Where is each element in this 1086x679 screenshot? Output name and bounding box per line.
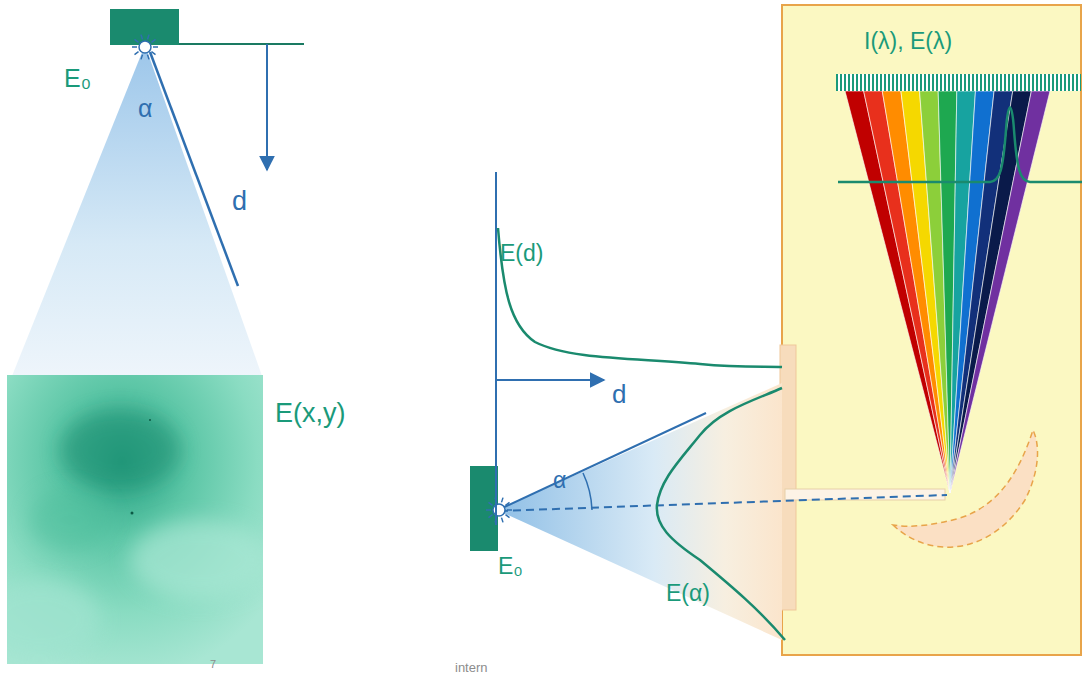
cone-edge bbox=[500, 413, 706, 509]
symbol-label: E(d) bbox=[500, 242, 543, 265]
symbol-label: E₀ bbox=[498, 555, 523, 578]
sun-symbol bbox=[486, 498, 512, 523]
symbol-label: d bbox=[612, 381, 626, 407]
reference-line bbox=[178, 43, 304, 45]
spectrometer-box: I(λ), E(λ) bbox=[782, 5, 1081, 655]
dispersed-spectrum bbox=[845, 91, 1050, 493]
symbol-label: E(x,y) bbox=[275, 400, 346, 427]
symbol-label: α bbox=[138, 96, 152, 121]
symbol-label: α bbox=[553, 469, 566, 492]
mirror bbox=[893, 430, 1038, 547]
distance-curve bbox=[498, 228, 782, 367]
distance-arrow bbox=[266, 44, 268, 170]
light-source bbox=[110, 9, 179, 45]
cone-edge bbox=[150, 52, 238, 286]
sun-symbol bbox=[132, 35, 158, 60]
angular-curve bbox=[657, 388, 785, 640]
axis bbox=[495, 172, 497, 525]
spectrometer-housing bbox=[782, 5, 1081, 655]
symbol-label: E₀ bbox=[64, 66, 91, 91]
spectrum-peak bbox=[838, 108, 1082, 183]
optical-axis bbox=[500, 495, 947, 511]
distance-arrow bbox=[496, 379, 604, 381]
angle-arc bbox=[583, 473, 592, 510]
light-cone bbox=[497, 383, 782, 640]
page-number: 7 bbox=[210, 659, 216, 670]
symbol-label: d bbox=[232, 188, 247, 215]
entrance-plate bbox=[780, 345, 796, 610]
illuminance-map bbox=[7, 375, 263, 664]
light-cone bbox=[12, 45, 262, 376]
detector-array bbox=[836, 74, 1081, 91]
node-label: I(λ), E(λ) bbox=[862, 30, 954, 53]
symbol-label: E(α) bbox=[666, 582, 710, 605]
watermark: intern bbox=[455, 661, 488, 674]
